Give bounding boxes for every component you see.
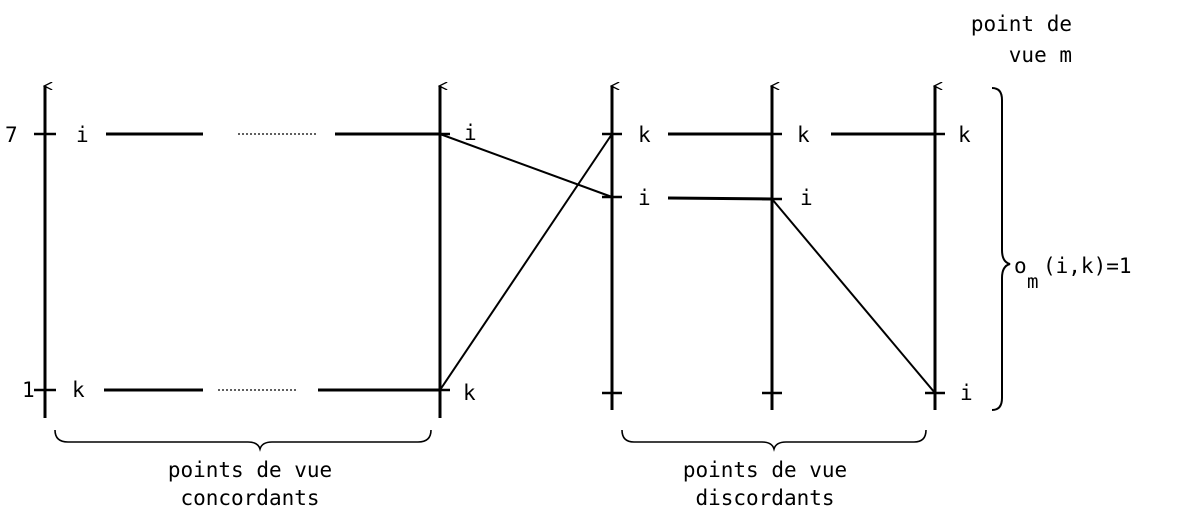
link-i-axis2-to-axis3 bbox=[439, 133, 613, 198]
header-line-2: vue m bbox=[1009, 43, 1072, 67]
link-i-axis4-to-axis5 bbox=[771, 198, 936, 394]
axis-1-label-top: i bbox=[76, 123, 89, 147]
bottom-brace-left bbox=[54, 429, 432, 452]
link-k-axis2-to-axis3 bbox=[439, 133, 613, 391]
brace-label-prefix: o bbox=[1014, 254, 1027, 278]
scale-label-bottom: 1 bbox=[22, 378, 35, 402]
caption-discordant-line-1: points de vue bbox=[683, 458, 847, 482]
caption-concordant-line-2: concordants bbox=[180, 486, 319, 510]
axis-4-label-mid: i bbox=[800, 186, 813, 210]
right-brace bbox=[991, 87, 1011, 411]
caption-discordant-line-2: discordants bbox=[695, 486, 834, 510]
brace-label-suffix: (i,k)=1 bbox=[1043, 254, 1132, 278]
axis-1 bbox=[34, 86, 56, 418]
axis-3-label-mid: i bbox=[638, 186, 651, 210]
axis-2-label-bottom: k bbox=[463, 381, 476, 405]
brace-label-subscript: m bbox=[1027, 271, 1038, 293]
link-i-axis3-to-axis4 bbox=[667, 196, 773, 201]
header-line-1: point de bbox=[971, 12, 1072, 36]
axis-5-label-top: k bbox=[958, 123, 971, 147]
scale-label-top: 7 bbox=[5, 123, 18, 147]
axis-3-label-top: k bbox=[638, 123, 651, 147]
caption-concordant-line-1: points de vue bbox=[168, 458, 332, 482]
bottom-brace-right bbox=[621, 429, 927, 452]
axis-4-label-top: k bbox=[797, 123, 810, 147]
axis-5-label-bottom: i bbox=[960, 381, 973, 405]
axis-2-label-top: i bbox=[464, 121, 477, 145]
axis-1-label-bottom: k bbox=[72, 378, 85, 402]
